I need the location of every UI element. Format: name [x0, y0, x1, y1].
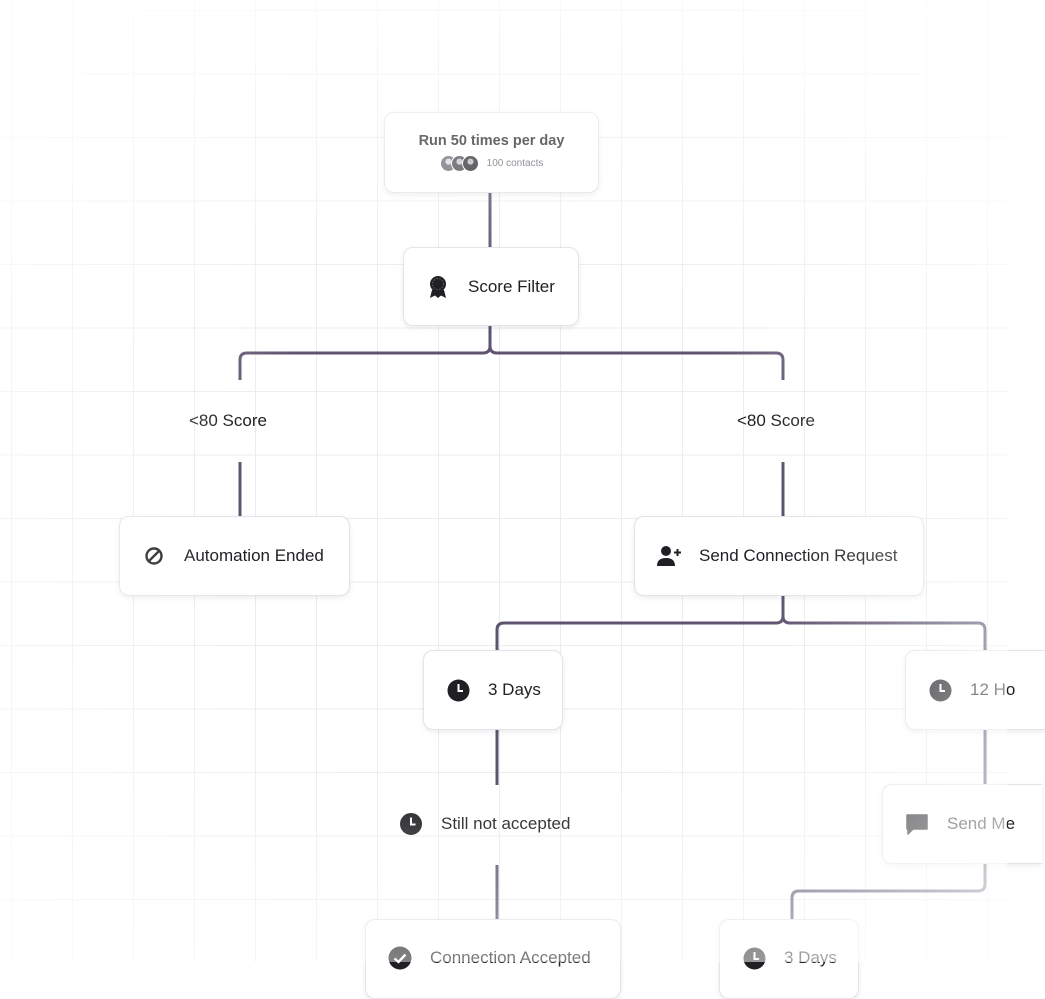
trigger-node[interactable]: Run 50 times per day 100 contacts — [384, 112, 599, 193]
send-message-label: Send Me — [947, 814, 1016, 833]
connector-request-right — [781, 615, 987, 650]
clock-icon — [742, 946, 766, 970]
connector-request-left — [495, 596, 785, 650]
avatar — [461, 155, 479, 172]
delay-12-hours-label: 12 Ho — [970, 680, 1016, 699]
clock-icon — [928, 678, 952, 702]
connector-filter-left — [238, 326, 492, 380]
branch-label-right: <80 Score — [737, 411, 815, 430]
trigger-meta: 100 contacts — [439, 155, 544, 172]
send-message-node[interactable]: Send Me — [882, 784, 1042, 864]
condition-still-not-accepted[interactable]: Still not accepted — [399, 812, 570, 836]
delay-12-hours-node[interactable]: 12 Ho — [905, 650, 1045, 730]
contacts-count: 100 contacts — [486, 158, 544, 169]
delay-3-days-label: 3 Days — [488, 680, 541, 699]
connection-accepted-label: Connection Accepted — [430, 948, 591, 967]
send-connection-request-node[interactable]: Send Connection Request — [634, 516, 924, 596]
branch-label-left: <80 Score — [189, 411, 267, 430]
check-circle-icon — [388, 946, 412, 970]
ban-icon — [142, 544, 166, 568]
clock-icon — [446, 678, 470, 702]
condition-label: Still not accepted — [441, 814, 571, 833]
score-filter-label: Score Filter — [468, 276, 555, 296]
contact-avatars — [439, 155, 479, 172]
delay-3-days-node[interactable]: 3 Days — [423, 650, 563, 730]
score-filter-node[interactable]: Score Filter — [403, 247, 579, 326]
connection-accepted-node[interactable]: Connection Accepted — [365, 919, 621, 999]
clock-icon — [399, 812, 423, 836]
message-icon — [905, 812, 929, 836]
connector-message-left — [790, 864, 987, 919]
automation-ended-node[interactable]: Automation Ended — [119, 516, 350, 596]
delay-3-days-node-2[interactable]: 3 Days — [719, 919, 859, 999]
send-connection-request-label: Send Connection Request — [699, 546, 898, 565]
delay-3-days-2-label: 3 Days — [784, 948, 837, 967]
automation-ended-label: Automation Ended — [184, 546, 324, 565]
user-plus-icon — [657, 544, 681, 568]
trigger-title: Run 50 times per day — [418, 133, 565, 149]
badge-icon — [426, 275, 450, 299]
connector-filter-right — [488, 345, 785, 380]
